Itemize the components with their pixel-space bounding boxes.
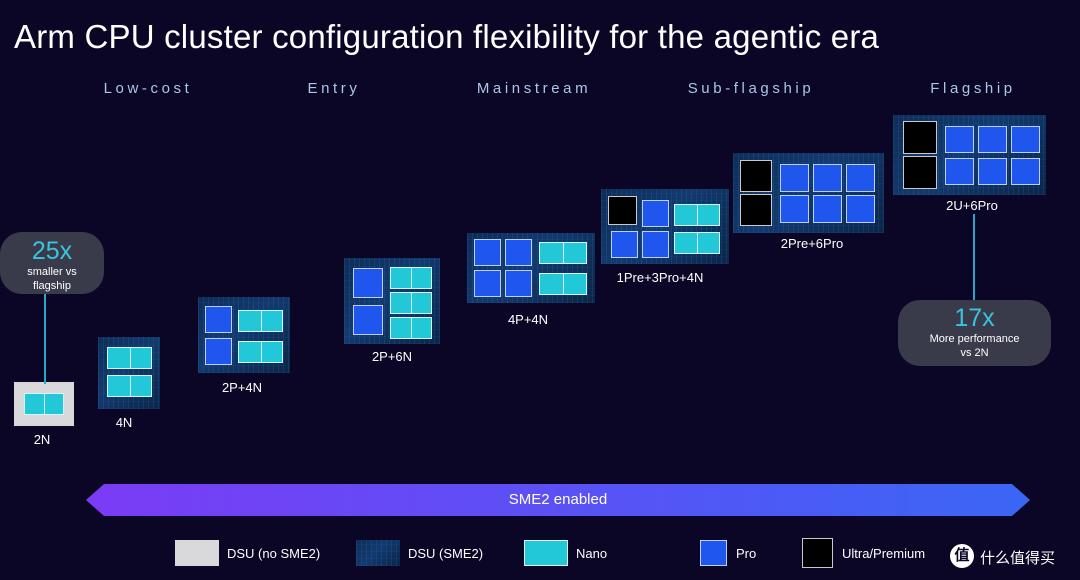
nano-core-pair [24, 393, 64, 415]
nano-core-pair [674, 204, 720, 226]
legend-swatch-dsu-sme2 [356, 540, 400, 566]
nano-core-pair [390, 267, 432, 289]
watermark-logo-icon: 值 [950, 544, 974, 568]
callout-smaller-value: 25x [31, 237, 73, 265]
ultra-core [903, 156, 937, 189]
pro-core [846, 195, 875, 223]
config-label-2p4n: 2P+4N [221, 380, 263, 395]
pro-core [978, 126, 1007, 153]
nano-core-pair [107, 375, 152, 397]
nano-core-pair [238, 341, 283, 363]
legend-label-pro: Pro [736, 546, 757, 561]
legend-label-dsu-no-sme2: DSU (no SME2) [227, 546, 321, 561]
pro-core [780, 164, 809, 192]
pro-core [1011, 158, 1040, 185]
pro-core [813, 195, 842, 223]
cluster-2p4n [198, 297, 290, 373]
tier-mainstream: Mainstream [476, 80, 592, 97]
pro-core [642, 200, 669, 227]
ultra-core [740, 194, 772, 226]
legend-nano: Nano [524, 540, 624, 568]
tier-low-cost: Low-cost [103, 80, 193, 97]
nano-core-pair [390, 292, 432, 314]
config-label-4p4n: 4P+4N [507, 312, 549, 327]
nano-core-pair [107, 347, 152, 369]
nano-core-pair [390, 317, 432, 339]
legend-dsu-sme2: DSU (SME2) [356, 540, 506, 568]
callout-smaller: 25x smaller vs flagship [0, 232, 104, 294]
pro-core [780, 195, 809, 223]
ultra-core [608, 196, 637, 225]
tier-entry: Entry [307, 80, 361, 97]
legend-dsu-no-sme2: DSU (no SME2) [175, 540, 335, 568]
watermark-text: 什么值得买 [980, 549, 1056, 567]
cluster-2n [14, 382, 74, 426]
sme2-range-bar: SME2 enabled [86, 484, 1030, 516]
callout-performance: 17x More performance vs 2N [898, 300, 1051, 366]
callout-smaller-text: smaller vs flagship [27, 266, 77, 292]
legend-ultra: Ultra/Premium [802, 538, 942, 568]
cluster-4n [98, 337, 160, 409]
cluster-2p6n [344, 258, 440, 344]
cluster-2u6pro [893, 115, 1046, 195]
config-label-2p6n: 2P+6N [371, 349, 413, 364]
double-arrow-shape [86, 484, 1030, 516]
pro-core [205, 306, 232, 333]
cluster-2pre6pro [733, 153, 884, 233]
pro-core [611, 231, 638, 258]
legend-pro: Pro [700, 540, 780, 568]
config-label-2pre6pro: 2Pre+6Pro [780, 236, 844, 251]
pro-core [474, 239, 501, 266]
config-label-4n: 4N [115, 415, 133, 430]
legend-swatch-ultra [802, 538, 833, 568]
ultra-core [903, 121, 937, 154]
pro-core [353, 305, 383, 335]
pro-core [945, 126, 974, 153]
legend-label-dsu-sme2: DSU (SME2) [408, 546, 484, 561]
cluster-4p4n [467, 233, 595, 303]
legend-swatch-pro [700, 540, 727, 566]
legend-label-nano: Nano [576, 546, 608, 561]
tier-flagship: Flagship [930, 80, 1016, 97]
legend-swatch-nano [524, 540, 568, 566]
legend-label-ultra: Ultra/Premium [842, 546, 926, 561]
callout-performance-value: 17x [954, 304, 995, 332]
pro-core [945, 158, 974, 185]
pro-core [846, 164, 875, 192]
sme2-label: SME2 enabled [508, 491, 608, 508]
config-label-1pre3pro4n: 1Pre+3Pro+4N [616, 270, 704, 285]
callout-performance-connector [973, 214, 975, 300]
pro-core [505, 270, 532, 297]
ultra-core [740, 160, 772, 192]
nano-core-pair [539, 273, 587, 295]
nano-core-pair [238, 310, 283, 332]
nano-core-pair [539, 242, 587, 264]
tier-sub-flagship: Sub-flagship [687, 80, 815, 97]
legend-swatch-dsu-plain [175, 540, 219, 566]
pro-core [642, 231, 669, 258]
pro-core [505, 239, 532, 266]
pro-core [978, 158, 1007, 185]
cluster-1pre3pro4n [601, 189, 729, 264]
nano-core-pair [674, 232, 720, 254]
pro-core [474, 270, 501, 297]
page-title: Arm CPU cluster configuration flexibilit… [14, 18, 880, 55]
callout-performance-text: More performance vs 2N [929, 333, 1020, 359]
config-label-2n: 2N [33, 432, 51, 447]
config-label-2u6pro: 2U+6Pro [946, 198, 998, 213]
pro-core [813, 164, 842, 192]
callout-smaller-connector [44, 294, 46, 384]
pro-core [1011, 126, 1040, 153]
pro-core [205, 338, 232, 365]
pro-core [353, 268, 383, 298]
